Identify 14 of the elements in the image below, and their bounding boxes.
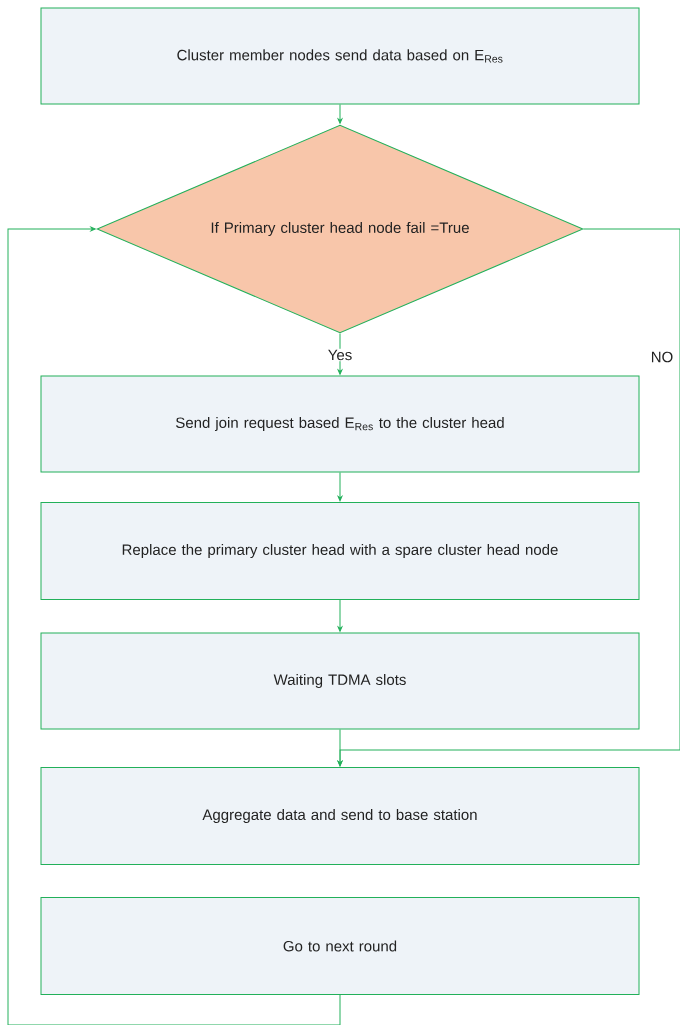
edge-label: NO [649, 350, 675, 364]
process-box: Go to next round [40, 897, 640, 995]
process-box: Send join request based E$_{Res}$ to the cluster head [40, 375, 640, 473]
arrow [337, 333, 343, 375]
process-box: Replace the primary cluster head with a spare cluster head node [40, 502, 640, 600]
arrow [337, 228, 680, 767]
process-box: Cluster member nodes send data based on E$_{Res}$ [40, 7, 640, 105]
edge-label: Yes [326, 348, 354, 362]
arrow [7, 226, 341, 1025]
arrow [337, 599, 343, 632]
process-box: Aggregate data and send to base station [40, 767, 640, 865]
arrow [337, 104, 343, 124]
process-box: Waiting TDMA slots [40, 632, 640, 730]
arrow [337, 472, 343, 502]
